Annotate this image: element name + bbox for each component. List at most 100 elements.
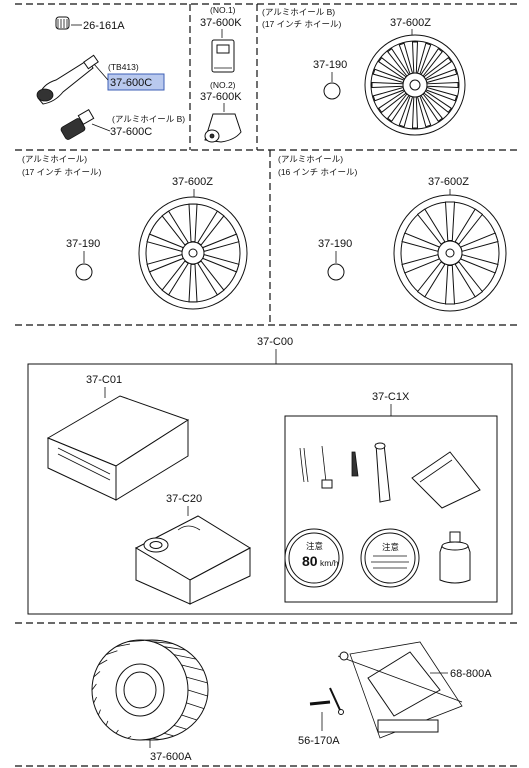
wheel-spoke — [444, 265, 456, 305]
wheel-b-icon — [364, 34, 466, 136]
part-label-jack: 68-800A — [450, 668, 492, 680]
sensor-no2-group[interactable]: (NO.2) 37-600K — [200, 80, 242, 143]
part-label-wheel-b: 37-600Z — [390, 17, 431, 29]
sealant-bottle-icon — [439, 531, 471, 584]
tread-line — [98, 709, 101, 716]
sealant-bag-icon — [411, 451, 481, 509]
wheel-spoke — [411, 96, 419, 129]
sticker-right-title: 注意 — [382, 542, 399, 552]
wheel-16-icon — [393, 194, 507, 312]
part-label-repair-kit: 37-C00 — [257, 336, 293, 348]
highlight-box — [107, 73, 165, 91]
kit-case-icon — [46, 395, 190, 501]
jack-group[interactable]: 68-800A — [337, 641, 492, 739]
tread-line — [127, 736, 132, 739]
part-label-ornament-b: 37-190 — [313, 59, 347, 71]
tread-line — [173, 654, 197, 660]
wheel-b-group[interactable]: (アルミホイール B) (17 インチ ホイール) 37-600Z 37-190 — [262, 7, 466, 136]
tread-line — [98, 659, 108, 666]
tag-no2: (NO.2) — [210, 80, 236, 90]
spare-tire-icon — [91, 639, 209, 741]
spare-tire-group[interactable]: 37-600A — [91, 639, 209, 763]
size-wheel-17: (17 インチ ホイール) — [22, 167, 102, 177]
tread-line — [127, 640, 145, 643]
size-wheel-16: (16 インチ ホイール) — [278, 167, 358, 177]
sticker-right: 注意 — [360, 528, 420, 588]
part-label-kit-case: 37-C01 — [86, 374, 122, 386]
tread-line — [163, 646, 186, 651]
tread-line — [115, 729, 119, 734]
wheel-spoke — [371, 81, 404, 89]
repair-kit-frame — [27, 363, 513, 615]
tread-line — [181, 714, 197, 721]
ornament-b-icon — [323, 82, 341, 100]
tpms-valve-group[interactable]: (TB413) 37-600C — [36, 54, 165, 105]
tread-line — [91, 683, 97, 691]
sensor-no1-icon — [211, 39, 235, 73]
tread-line — [186, 676, 208, 684]
sealant-set-group[interactable]: 37-C1X 注意 80 km/h 注意 — [284, 391, 498, 603]
sticker-left: 注意 80 km/h — [284, 528, 344, 588]
part-label-valve-cap: 26-161A — [83, 20, 125, 32]
valve-cap-icon — [55, 16, 82, 30]
tread-line — [163, 732, 175, 737]
tag-wheel-16: (アルミホイール) — [278, 154, 343, 164]
sealant-set-frame — [284, 415, 498, 603]
compressor-group[interactable]: 37-C20 — [134, 493, 252, 605]
sensor-no2-icon — [204, 113, 242, 143]
wheel-spoke — [188, 203, 198, 243]
valve-stem-icon — [60, 108, 95, 140]
tread-line — [173, 725, 187, 730]
tread-line — [152, 737, 160, 740]
part-label-ornament-17: 37-190 — [66, 238, 100, 250]
kit-case-group[interactable]: 37-C01 — [46, 374, 190, 501]
part-label-wheel-16: 37-600Z — [428, 176, 469, 188]
tpms-valve-icon — [36, 54, 99, 105]
tread-line — [105, 650, 118, 655]
part-label-sealant-set: 37-C1X — [372, 391, 410, 403]
sticker-left-title: 注意 — [306, 541, 323, 551]
compressor-icon — [134, 515, 252, 605]
jack-icon — [337, 641, 463, 739]
wheel-16-group[interactable]: (アルミホイール) (16 インチ ホイール) 37-600Z 37-190 — [278, 154, 507, 312]
tread-line — [152, 641, 173, 644]
wheel-17-group[interactable]: (アルミホイール) (17 インチ ホイール) 37-600Z 37-190 — [22, 154, 248, 310]
wheel-spoke — [188, 263, 198, 303]
part-label-sensor-no1: 37-600K — [200, 17, 242, 29]
sticker-left-unit: km/h — [320, 558, 339, 568]
tread-line — [187, 689, 208, 697]
valve-core-tool-icon — [299, 445, 359, 489]
tread-line — [181, 664, 204, 671]
wheel-spoke — [411, 41, 419, 74]
tag-tb413: (TB413) — [108, 62, 139, 72]
tread-line — [115, 643, 131, 648]
jack-handle-group[interactable]: 56-170A — [298, 687, 344, 747]
tag-wheel-b: (アルミホイール B) — [262, 7, 335, 17]
valve-cap-group[interactable]: 26-161A — [55, 16, 125, 32]
section-dividers — [15, 3, 520, 767]
size-wheel-b: (17 インチ ホイール) — [262, 19, 342, 29]
wheel-spoke — [444, 201, 456, 241]
part-label-spare-tire: 37-600A — [150, 751, 192, 763]
part-label-valve-alloy-b: 37-600C — [110, 126, 152, 138]
sticker-left-speed: 80 — [302, 553, 318, 569]
tread-line — [93, 696, 97, 704]
part-label-compressor: 37-C20 — [166, 493, 202, 505]
jack-handle-icon — [309, 687, 344, 715]
part-label-wheel-17: 37-600Z — [172, 176, 213, 188]
part-label-sensor-no2: 37-600K — [200, 91, 242, 103]
part-label-tpms-valve: 37-600C — [110, 77, 152, 89]
sensor-no1-group[interactable]: (NO.1) 37-600K — [200, 5, 242, 73]
tread-line — [186, 702, 205, 709]
repair-kit-group[interactable]: 37-C00 — [27, 336, 513, 615]
wheel-17-icon — [138, 196, 248, 310]
alloy-b-valve-group[interactable]: (アルミホイール B) 37-600C — [60, 108, 185, 141]
tag-wheel-17: (アルミホイール) — [22, 154, 87, 164]
ornament-17-icon — [75, 263, 93, 281]
part-label-jack-handle: 56-170A — [298, 735, 340, 747]
tag-no1: (NO.1) — [210, 5, 236, 15]
injector-icon — [374, 442, 391, 503]
wheel-spoke — [426, 81, 459, 89]
tread-line — [105, 720, 109, 726]
